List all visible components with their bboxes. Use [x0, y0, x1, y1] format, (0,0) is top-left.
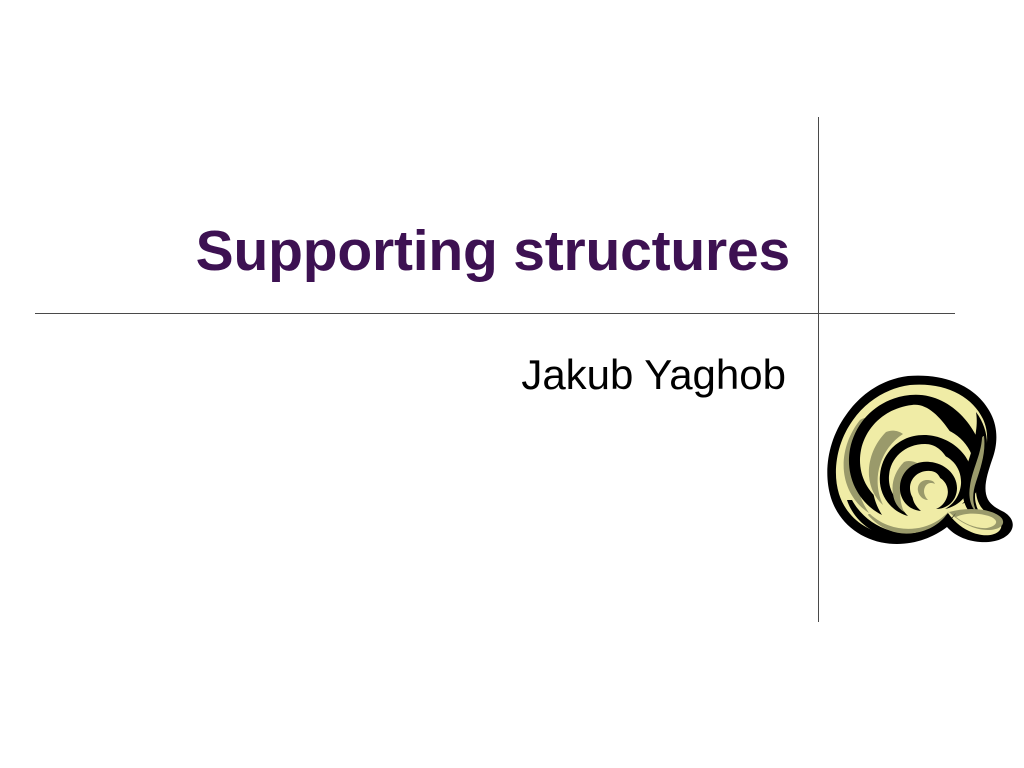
vertical-divider-rule: [818, 117, 819, 622]
slide-subtitle-author: Jakub Yaghob: [521, 351, 786, 398]
slide-title: Supporting structures: [195, 219, 791, 283]
snail-shell-icon: [826, 372, 1018, 552]
horizontal-divider-rule: [35, 313, 955, 314]
